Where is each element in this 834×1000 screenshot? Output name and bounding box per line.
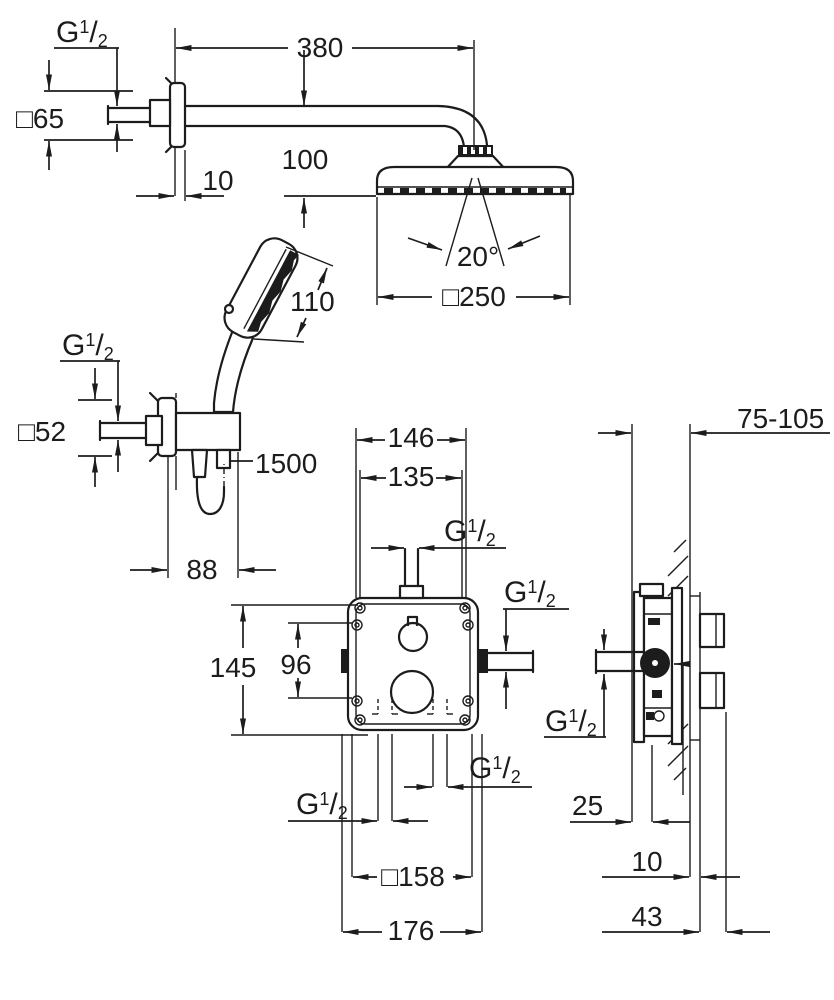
hand-shower-part (212, 237, 299, 427)
dim-port-spacing: 135 (388, 461, 435, 492)
dim-box-height: 145 (210, 652, 257, 683)
dim-screw-spacing: 96 (280, 649, 311, 680)
dim-plate-size: □158 (381, 861, 445, 892)
thread-label-arm: G1/2 (56, 16, 108, 51)
dim-head-drop: 100 (282, 144, 329, 175)
dim-arm-plate-size: □65 (16, 103, 64, 134)
thread-label-right-outlet: G1/2 (504, 576, 556, 611)
dim-bracket-offset: 88 (186, 554, 217, 585)
dim-box-width: 146 (388, 422, 435, 453)
head-shower-part (106, 28, 575, 267)
dim-bracket-plate-size: □52 (18, 416, 66, 447)
thread-label-bracket: G1/2 (62, 329, 114, 364)
dim-spray-angle: 20° (457, 241, 499, 272)
dim-head-size: □250 (442, 281, 506, 312)
dim-hand-head-length: 110 (290, 286, 335, 317)
head-shower-dimensions: G1/2 □65 10 380 100 20° □250 (16, 16, 571, 312)
thread-label-bottom-right: G1/2 (469, 752, 521, 787)
dim-center-depth: 25 (572, 790, 603, 821)
thread-label-side-inlet: G1/2 (545, 705, 597, 740)
hand-shower-bracket (98, 391, 242, 516)
valve-front-dimensions: 146 135 G1/2 145 96 G1/2 G1/2 (210, 422, 569, 946)
hand-shower-dimensions: 110 G1/2 □52 1500 88 (18, 246, 335, 585)
dim-install-depth: 75-105 (737, 403, 824, 434)
drill-marks (372, 699, 453, 715)
valve-side-part (594, 424, 726, 932)
dim-hose-length: 1500 (255, 448, 317, 479)
dim-recess-width: 176 (388, 915, 435, 946)
dim-plate-gap: 10 (631, 846, 662, 877)
thread-label-bottom-left: G1/2 (296, 788, 348, 823)
dim-arm-plate-depth: 10 (202, 165, 233, 196)
dim-handle-depth: 43 (631, 901, 662, 932)
screw-holes (351, 602, 474, 726)
valve-side-dimensions: 75-105 G1/2 25 10 43 (544, 403, 830, 935)
valve-front-part (341, 547, 535, 732)
thread-label-top-supply: G1/2 (444, 515, 496, 550)
